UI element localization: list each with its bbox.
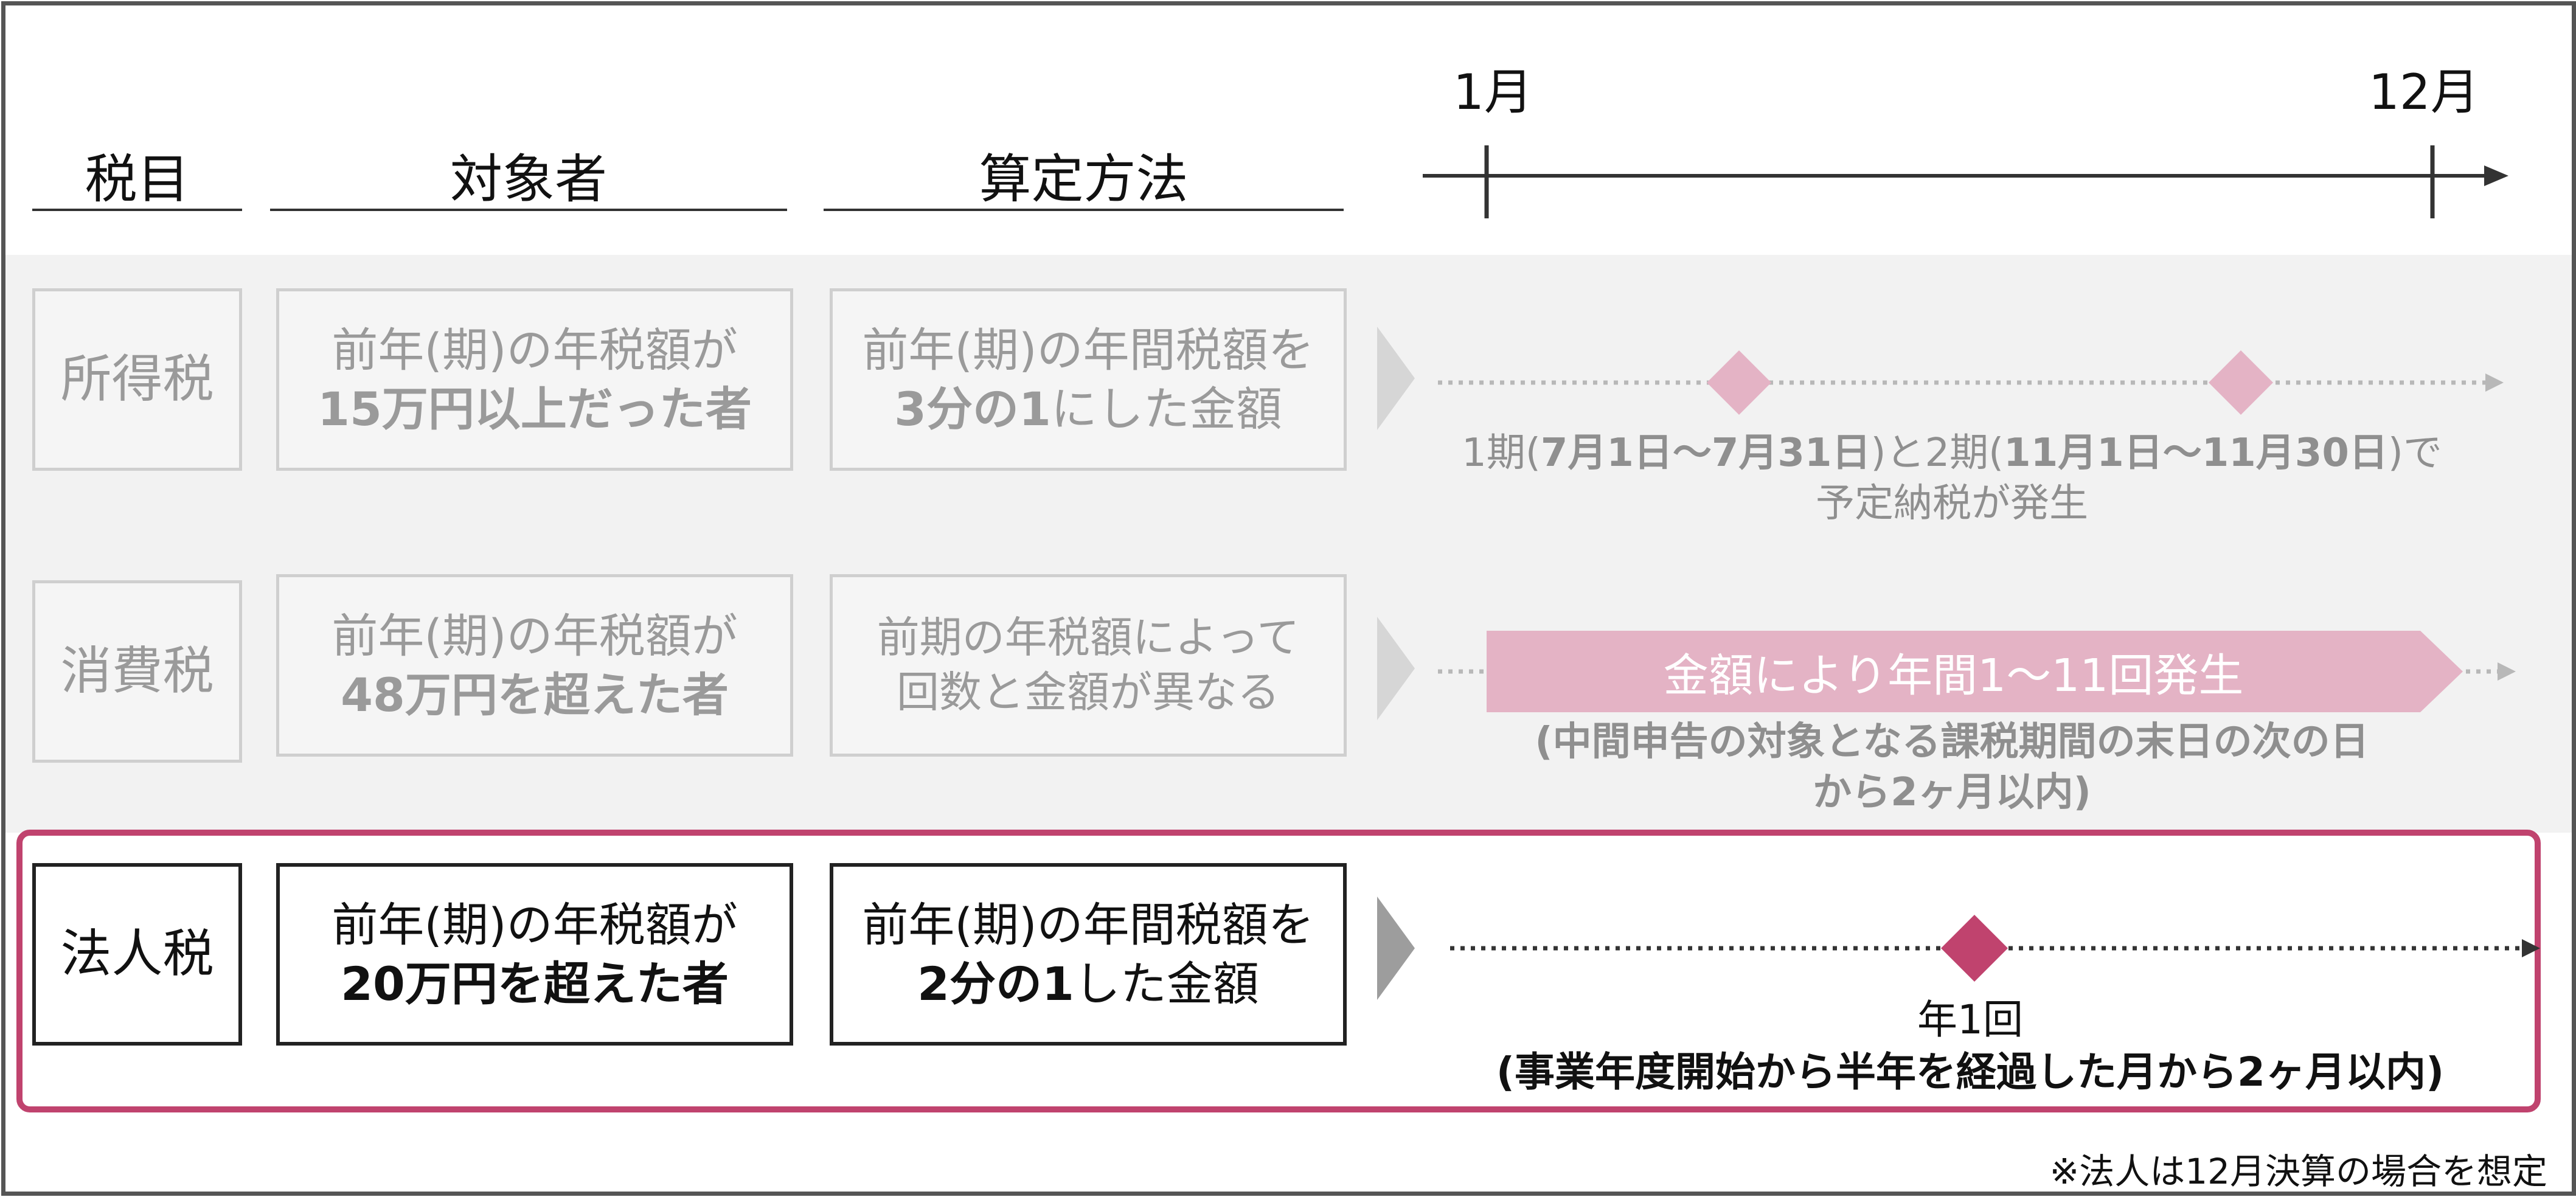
corporate-payment-marker — [1941, 915, 2008, 982]
timeline-start-label: 1月 — [1453, 64, 1533, 120]
row-corporate-arrow-icon — [1377, 897, 1415, 1000]
row-corporate-tax-label: 法人税 — [32, 863, 242, 1046]
row-consumption-target: 前年(期)の年税額が 48万円を超えた者 — [276, 574, 793, 757]
row-income-note: 1期(7月1日～7月31日)と2期(11月1日～11月30日)で 予定納税が発生 — [1462, 431, 2442, 527]
timeline-end-label: 12月 — [2369, 64, 2479, 120]
row-corporate-note: 年1回 (事業年度開始から半年を経過した月から2ヶ月以内) — [1496, 996, 2445, 1095]
consumption-range-bar — [1487, 631, 2463, 712]
row-consumption-note: (中間申告の対象となる課税期間の末日の次の日 から2ヶ月以内) — [1535, 720, 2369, 816]
row-consumption-method: 前期の年税額によって 回数と金額が異なる — [830, 574, 1347, 757]
row-income-target: 前年(期)の年税額が 15万円以上だった者 — [276, 288, 793, 471]
row-corporate-target: 前年(期)の年税額が 20万円を超えた者 — [276, 863, 793, 1046]
row-income-arrow-icon — [1377, 327, 1415, 430]
row-consumption-tax-label: 消費税 — [32, 580, 242, 763]
consumption-bar-label: 金額により年間1～11回発生 — [1663, 649, 2244, 702]
row-consumption-arrow-icon — [1377, 617, 1415, 720]
row-income-tax-label: 所得税 — [32, 288, 242, 471]
footnote: ※法人は12月決算の場合を想定 — [2049, 1151, 2547, 1192]
header-target: 対象者 — [270, 144, 787, 211]
corporate-tax-highlight — [16, 830, 2541, 1112]
row-corporate-method: 前年(期)の年間税額を 2分の1した金額 — [830, 863, 1347, 1046]
timeline-axis — [1423, 145, 2508, 218]
income-period1-marker — [1707, 350, 1771, 415]
header-tax-type: 税目 — [32, 144, 242, 211]
income-period2-marker — [2209, 350, 2273, 415]
row-consumption-timeline — [1438, 631, 2516, 712]
row-income-method: 前年(期)の年間税額を 3分の1にした金額 — [830, 288, 1347, 471]
row-corporate-timeline — [1450, 915, 2540, 982]
header-method: 算定方法 — [824, 144, 1344, 211]
row-income-timeline — [1438, 350, 2504, 415]
